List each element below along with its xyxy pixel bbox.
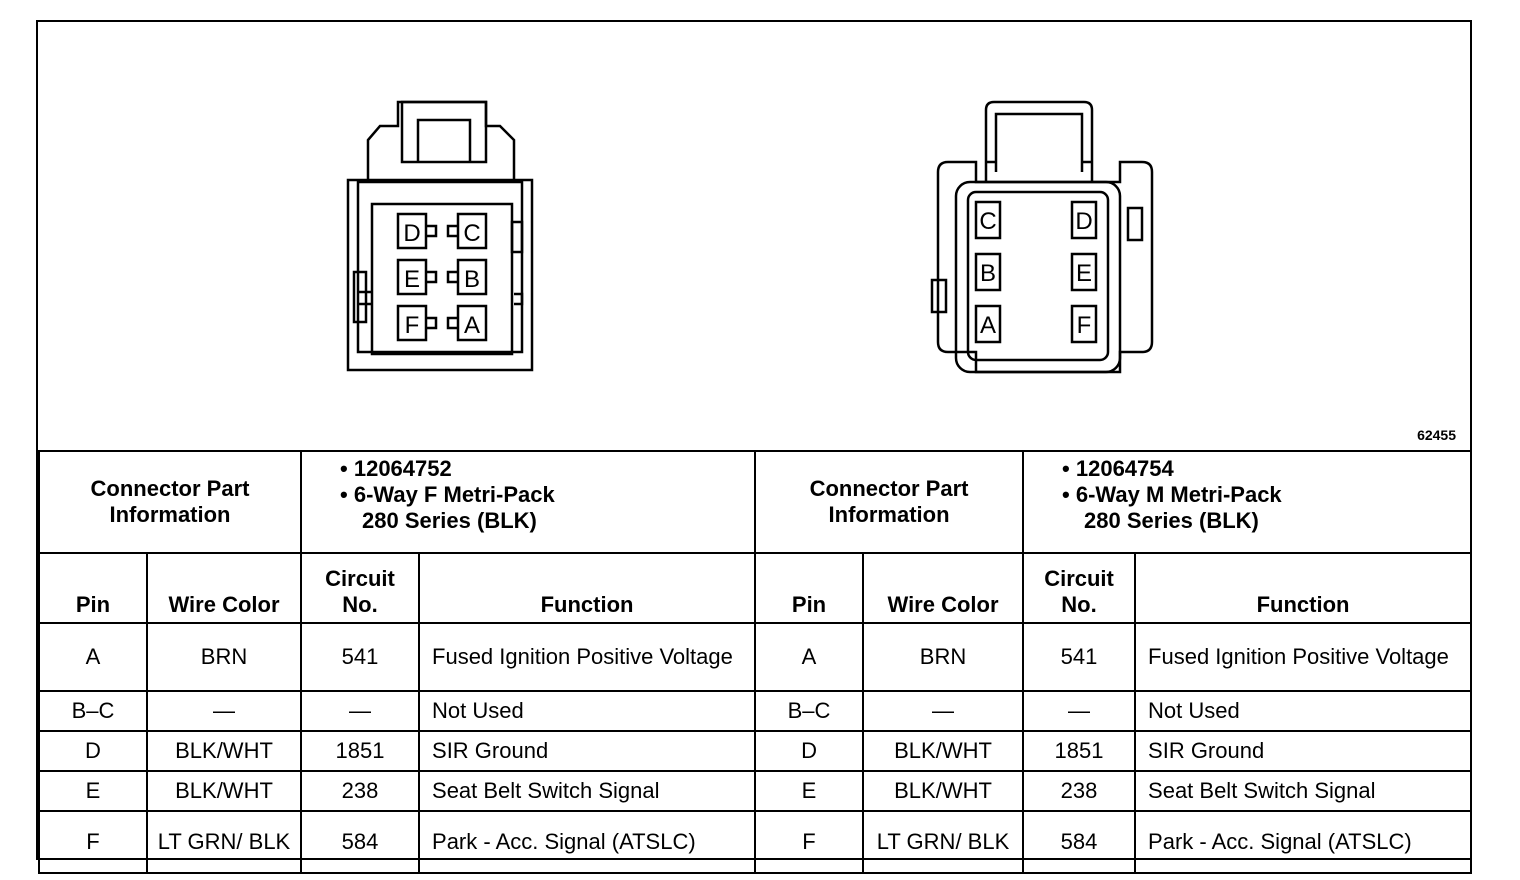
function-cell: Park - Acc. Signal (ATSLC) <box>418 810 757 874</box>
pin-cell: A <box>754 622 865 692</box>
function-header: Function <box>418 552 757 624</box>
female-pin-label: C <box>463 220 480 247</box>
circuit-cell: 1851 <box>1022 730 1137 772</box>
function-cell: Not Used <box>418 690 757 732</box>
function-cell: Not Used <box>1134 690 1473 732</box>
function-cell: SIR Ground <box>1134 730 1473 772</box>
female-connector-drawing <box>346 100 534 372</box>
circuit-cell: 584 <box>1022 810 1137 874</box>
male-pin-label: E <box>1076 260 1092 287</box>
circuit-cell: — <box>300 690 421 732</box>
circuit-no-header: Circuit No. <box>300 552 421 624</box>
male-pin-label: F <box>1077 312 1092 339</box>
female-pin-label: D <box>403 220 420 247</box>
connector-info-row: Connector Part Information 12064752 6-Wa… <box>37 450 1473 554</box>
pin-cell: E <box>38 770 148 812</box>
pin-cell: D <box>38 730 148 772</box>
wire-color-cell: LT GRN/ BLK <box>145 810 303 874</box>
left-description-line1: 6-Way F Metri-Pack <box>340 482 748 508</box>
function-cell: Fused Ignition Positive Voltage <box>1134 622 1473 692</box>
pin-cell: E <box>754 770 865 812</box>
pin-header: Pin <box>754 552 865 624</box>
function-cell: Seat Belt Switch Signal <box>418 770 757 812</box>
right-part-info: 12064754 6-Way M Metri-Pack 280 Series (… <box>1022 450 1473 554</box>
table-row: E BLK/WHT 238 Seat Belt Switch Signal E … <box>38 770 1473 812</box>
pin-header: Pin <box>38 552 148 624</box>
female-pin-label: E <box>404 266 420 293</box>
table-row: D BLK/WHT 1851 SIR Ground D BLK/WHT 1851… <box>38 730 1473 772</box>
function-cell: Fused Ignition Positive Voltage <box>418 622 757 692</box>
circuit-cell: 541 <box>1022 622 1137 692</box>
table-row: B–C — — Not Used B–C — — Not Used <box>38 690 1473 732</box>
female-pin-label: A <box>464 312 480 339</box>
male-pin-label: A <box>980 312 996 339</box>
left-description-line2: 280 Series (BLK) <box>362 508 537 533</box>
right-info-label: Connector Part Information <box>754 450 1025 554</box>
wire-color-cell: BLK/WHT <box>145 730 303 772</box>
function-cell: SIR Ground <box>418 730 757 772</box>
wire-color-cell: BRN <box>862 622 1025 692</box>
pin-cell: B–C <box>754 690 865 732</box>
right-part-number: 12064754 <box>1062 456 1464 482</box>
circuit-cell: 1851 <box>300 730 421 772</box>
wire-color-header: Wire Color <box>862 552 1025 624</box>
left-info-label: Connector Part Information <box>37 450 303 554</box>
pin-cell: F <box>38 810 148 874</box>
connector-drawings: D C E B F A C D B <box>346 100 1154 374</box>
male-pin-label: D <box>1075 208 1092 235</box>
pin-cell: B–C <box>38 690 148 732</box>
wire-color-cell: LT GRN/ BLK <box>862 810 1025 874</box>
circuit-cell: 238 <box>1022 770 1137 812</box>
wire-color-cell: — <box>145 690 303 732</box>
male-pin-label: C <box>979 208 996 235</box>
wire-color-cell: BRN <box>145 622 303 692</box>
wire-color-cell: BLK/WHT <box>862 730 1025 772</box>
pin-cell: D <box>754 730 865 772</box>
right-description-line2: 280 Series (BLK) <box>1084 508 1259 533</box>
column-header-row: Pin Wire Color Circuit No. Function Pin … <box>38 552 1473 624</box>
wire-color-cell: BLK/WHT <box>145 770 303 812</box>
left-part-number: 12064752 <box>340 456 748 482</box>
circuit-no-header: Circuit No. <box>1022 552 1137 624</box>
male-connector-pin-labels: C D B E A F <box>979 208 1092 339</box>
table-row: A BRN 541 Fused Ignition Positive Voltag… <box>38 622 1473 692</box>
connector-table: Connector Part Information 12064752 6-Wa… <box>37 450 1473 874</box>
pin-cell: F <box>754 810 865 874</box>
pin-cell: A <box>38 622 148 692</box>
function-cell: Seat Belt Switch Signal <box>1134 770 1473 812</box>
wire-color-header: Wire Color <box>145 552 303 624</box>
wire-color-cell: BLK/WHT <box>862 770 1025 812</box>
figure-id: 62455 <box>1417 427 1456 443</box>
male-pin-label: B <box>980 260 996 287</box>
circuit-cell: 541 <box>300 622 421 692</box>
diagram-frame: D C E B F A C D B <box>36 20 1473 874</box>
female-pin-label: B <box>464 266 480 293</box>
left-part-info: 12064752 6-Way F Metri-Pack 280 Series (… <box>300 450 757 554</box>
circuit-cell: 238 <box>300 770 421 812</box>
circuit-cell: 584 <box>300 810 421 874</box>
female-pin-label: F <box>405 312 420 339</box>
function-header: Function <box>1134 552 1473 624</box>
right-description-line1: 6-Way M Metri-Pack <box>1062 482 1464 508</box>
male-connector-drawing <box>930 100 1154 374</box>
wire-color-cell: — <box>862 690 1025 732</box>
function-cell: Park - Acc. Signal (ATSLC) <box>1134 810 1473 874</box>
circuit-cell: — <box>1022 690 1137 732</box>
table-row: F LT GRN/ BLK 584 Park - Acc. Signal (AT… <box>38 810 1473 874</box>
female-connector-pin-labels: D C E B F A <box>403 220 480 339</box>
